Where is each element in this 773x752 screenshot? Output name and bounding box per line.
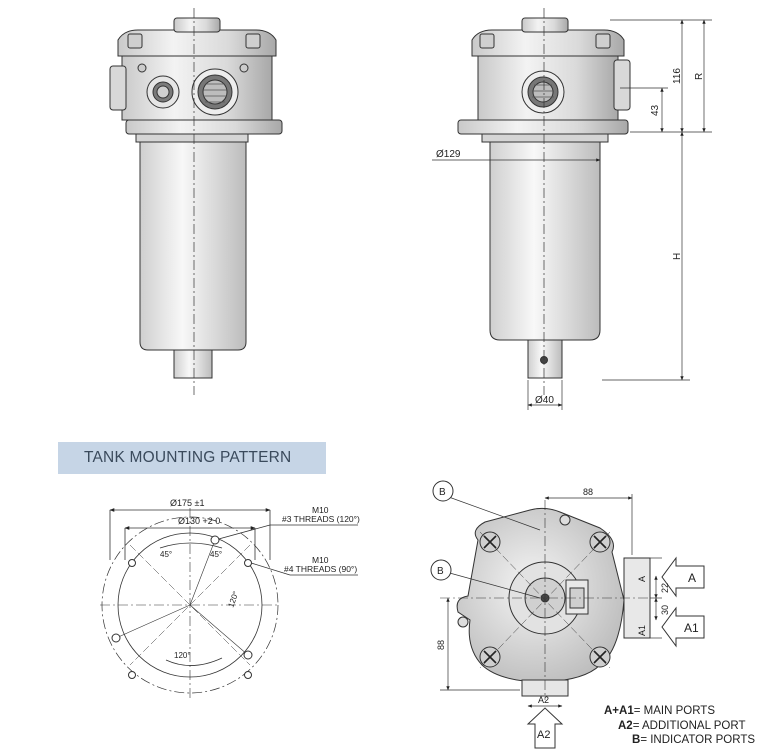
side-dimensions xyxy=(432,19,712,410)
dim-d40: Ø40 xyxy=(535,395,554,406)
label-m10-b: M10 xyxy=(312,555,329,565)
dim-88-top: 88 xyxy=(583,487,593,497)
angle-45-a: 45° xyxy=(160,550,172,559)
legend-row-indicator: B= INDICATOR PORTS xyxy=(632,734,756,746)
dim-d129: Ø129 xyxy=(436,149,461,160)
dim-d130: Ø130 +2 0 xyxy=(178,516,220,526)
port-a1-small: A1 xyxy=(637,625,647,636)
label-m10-a: M10 xyxy=(312,505,329,515)
section-title-bar: TANK MOUNTING PATTERN xyxy=(58,442,326,474)
side-view xyxy=(457,8,631,395)
dim-43: 43 xyxy=(650,104,661,116)
dim-h: H xyxy=(672,253,683,260)
top-dimensions xyxy=(440,494,662,708)
indicator-b-top: B xyxy=(439,487,446,498)
port-a2-label: A2 xyxy=(537,729,550,741)
dim-88-side: 88 xyxy=(436,640,446,650)
angle-45-b: 45° xyxy=(210,550,222,559)
mounting-holes xyxy=(111,535,253,679)
legend-row-additional: A2= ADDITIONAL PORT xyxy=(618,719,746,732)
section-title: TANK MOUNTING PATTERN xyxy=(84,449,292,466)
port-a-label: A xyxy=(688,571,696,585)
legend-row-main: A+A1= MAIN PORTS xyxy=(604,705,716,717)
mounting-pattern xyxy=(100,508,358,700)
angle-120: 120° xyxy=(226,590,240,609)
port-arrows xyxy=(430,480,705,749)
port-a2-small: A2 xyxy=(538,695,549,705)
top-view xyxy=(440,500,651,700)
angle-120-b: 120° xyxy=(174,651,191,660)
port-a1-label: A1 xyxy=(684,621,699,635)
indicator-b-left: B xyxy=(437,566,444,577)
label-threads3: #3 THREADS (120°) xyxy=(282,514,360,524)
dim-30: 30 xyxy=(660,605,670,615)
dim-d175: Ø175 ±1 xyxy=(170,498,204,508)
port-a-small: A xyxy=(637,576,647,582)
dim-r: R xyxy=(694,73,705,80)
front-view xyxy=(109,8,283,395)
label-threads4: #4 THREADS (90°) xyxy=(284,564,357,574)
dim-116: 116 xyxy=(672,68,683,84)
dim-22: 22 xyxy=(660,583,670,593)
port-legend: A+A1= MAIN PORTS A2= ADDITIONAL PORT B= … xyxy=(604,704,755,748)
